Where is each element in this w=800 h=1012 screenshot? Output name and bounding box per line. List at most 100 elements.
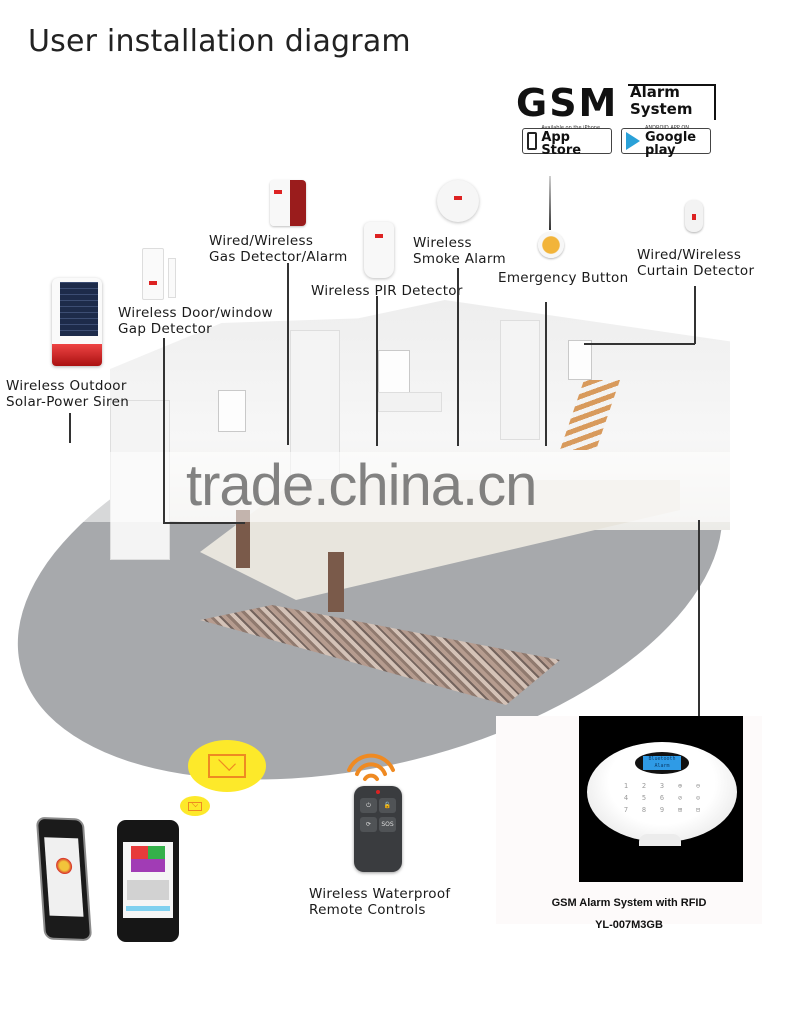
connector-door-window-h [163, 522, 245, 524]
connector-curtain-h [584, 343, 695, 345]
page-title: User installation diagram [28, 24, 411, 59]
product-model: YL-007M3GB [595, 919, 663, 931]
label-line: Wireless Outdoor [6, 378, 127, 394]
door-sensor-image [142, 248, 164, 300]
gsm-alarm-system-logo: GSM Alarm System [516, 82, 716, 126]
key: 8 [641, 806, 647, 814]
label-solar-siren: Wireless Outdoor Solar-Power Siren [6, 378, 129, 410]
connector-siren [69, 413, 71, 443]
label-line: Curtain Detector [637, 263, 755, 279]
control-panel-stand [639, 834, 681, 846]
key: 4 [623, 794, 629, 802]
label-line: Solar-Power Siren [6, 394, 130, 410]
key: 2 [641, 782, 647, 790]
label-line: Wireless Door/window [118, 305, 274, 321]
lcd-line-1: Bluetooth [648, 756, 676, 762]
key: 9 [659, 806, 665, 814]
pir-detector-image [364, 222, 394, 278]
key: ⊖ [695, 782, 701, 790]
sms-bubble-small [180, 796, 210, 816]
envelope-icon [208, 754, 246, 778]
google-play-small-text: ANDROID APP ON [645, 125, 690, 131]
key: ⊙ [695, 794, 701, 802]
connector-control-panel [698, 520, 700, 718]
key: ⊘ [677, 794, 683, 802]
watermark-text: trade.china.cn [186, 453, 537, 518]
google-play-icon [626, 132, 640, 150]
label-emergency-button: Emergency Button [498, 270, 628, 286]
smartphone-app-image [35, 816, 93, 942]
key: ⊕ [677, 782, 683, 790]
control-panel-image: Bluetooth Alarm 1 2 3 ⊕ ⊖ 4 5 6 ⊘ ⊙ 7 8 … [579, 716, 743, 882]
envelope-icon [188, 801, 202, 811]
label-line: Emergency Button [498, 270, 629, 286]
keypad: 1 2 3 ⊕ ⊖ 4 5 6 ⊘ ⊙ 7 8 9 ⊞ ⊟ [617, 782, 707, 814]
label-curtain-detector: Wired/Wireless Curtain Detector [637, 247, 754, 279]
connector-pir [376, 296, 378, 446]
logo-frame [628, 84, 716, 120]
connector-curtain [694, 286, 696, 344]
app-store-small-text: Available on the iPhone [541, 125, 601, 131]
door-sensor-magnet-image [168, 258, 176, 298]
app-store-label: App Store [541, 130, 582, 158]
connector-gas [287, 263, 289, 445]
label-remote-controls: Wireless Waterproof Remote Controls [309, 886, 450, 918]
remote-home-button: ⟳ [360, 817, 377, 832]
google-play-badge[interactable]: ANDROID APP ON Google play [621, 125, 711, 157]
logo-alarm-text: Alarm [630, 83, 680, 101]
house-window-1 [218, 390, 246, 432]
lcd-line-2: Alarm [654, 763, 670, 769]
label-line: Gap Detector [118, 321, 213, 337]
label-line: Wireless Waterproof [309, 886, 451, 902]
solar-siren-image [52, 278, 102, 366]
app-tiles-lower [131, 859, 165, 872]
label-line: Wireless PIR Detector [311, 283, 463, 299]
connector-door-window [163, 338, 165, 523]
curtain-detector-image [685, 200, 703, 232]
key: 5 [641, 794, 647, 802]
label-line: Wired/Wireless [209, 233, 314, 249]
key: ⊞ [677, 806, 683, 814]
house-door-2 [328, 552, 344, 612]
connector-smoke [457, 268, 459, 446]
emergency-button-image [538, 232, 564, 258]
logo-gsm-text: GSM [516, 81, 619, 125]
remote-sos-button: SOS [379, 817, 396, 832]
label-line: Remote Controls [309, 902, 426, 918]
control-panel-body: Bluetooth Alarm 1 2 3 ⊕ ⊖ 4 5 6 ⊘ ⊙ 7 8 … [587, 742, 737, 842]
gas-detector-image [270, 180, 306, 226]
label-gas-detector: Wired/Wireless Gas Detector/Alarm [209, 233, 348, 265]
smoke-alarm-image [437, 180, 479, 222]
watermark-band [60, 452, 740, 522]
label-smoke-alarm: Wireless Smoke Alarm [413, 235, 506, 267]
app-store-badge[interactable]: Available on the iPhone App Store [522, 125, 612, 158]
logo-system-text: System [630, 100, 693, 118]
key: 1 [623, 782, 629, 790]
house-bed [378, 392, 442, 412]
emergency-lanyard [549, 176, 551, 230]
label-line: Smoke Alarm [413, 251, 506, 267]
house-window-3 [568, 340, 592, 380]
label-pir-detector: Wireless PIR Detector [311, 283, 463, 299]
key: ⊟ [695, 806, 701, 814]
label-line: Wireless [413, 235, 472, 251]
app-content-block [127, 880, 169, 900]
house-door-1 [236, 510, 250, 568]
iphone-icon [527, 132, 538, 150]
smartphone-app-control-image [117, 820, 179, 942]
key: 7 [623, 806, 629, 814]
app-logo-icon [55, 857, 73, 875]
label-line: Wired/Wireless [637, 247, 742, 263]
remote-disarm-button: 🔓 [379, 798, 396, 813]
sms-bubble-large [188, 740, 266, 792]
logo-sub-text: Alarm System [630, 84, 692, 118]
wireless-signal-icon [347, 753, 395, 781]
key: 6 [659, 794, 665, 802]
remote-arm-button: ⏻ [360, 798, 377, 813]
house-wall-right [500, 320, 540, 440]
lcd-display: Bluetooth Alarm [635, 752, 689, 774]
label-door-window: Wireless Door/window Gap Detector [118, 305, 273, 337]
product-title: GSM Alarm System with RFID [551, 897, 707, 909]
remote-led [376, 790, 380, 794]
remote-control-image: ⏻ 🔓 ⟳ SOS [354, 786, 402, 872]
